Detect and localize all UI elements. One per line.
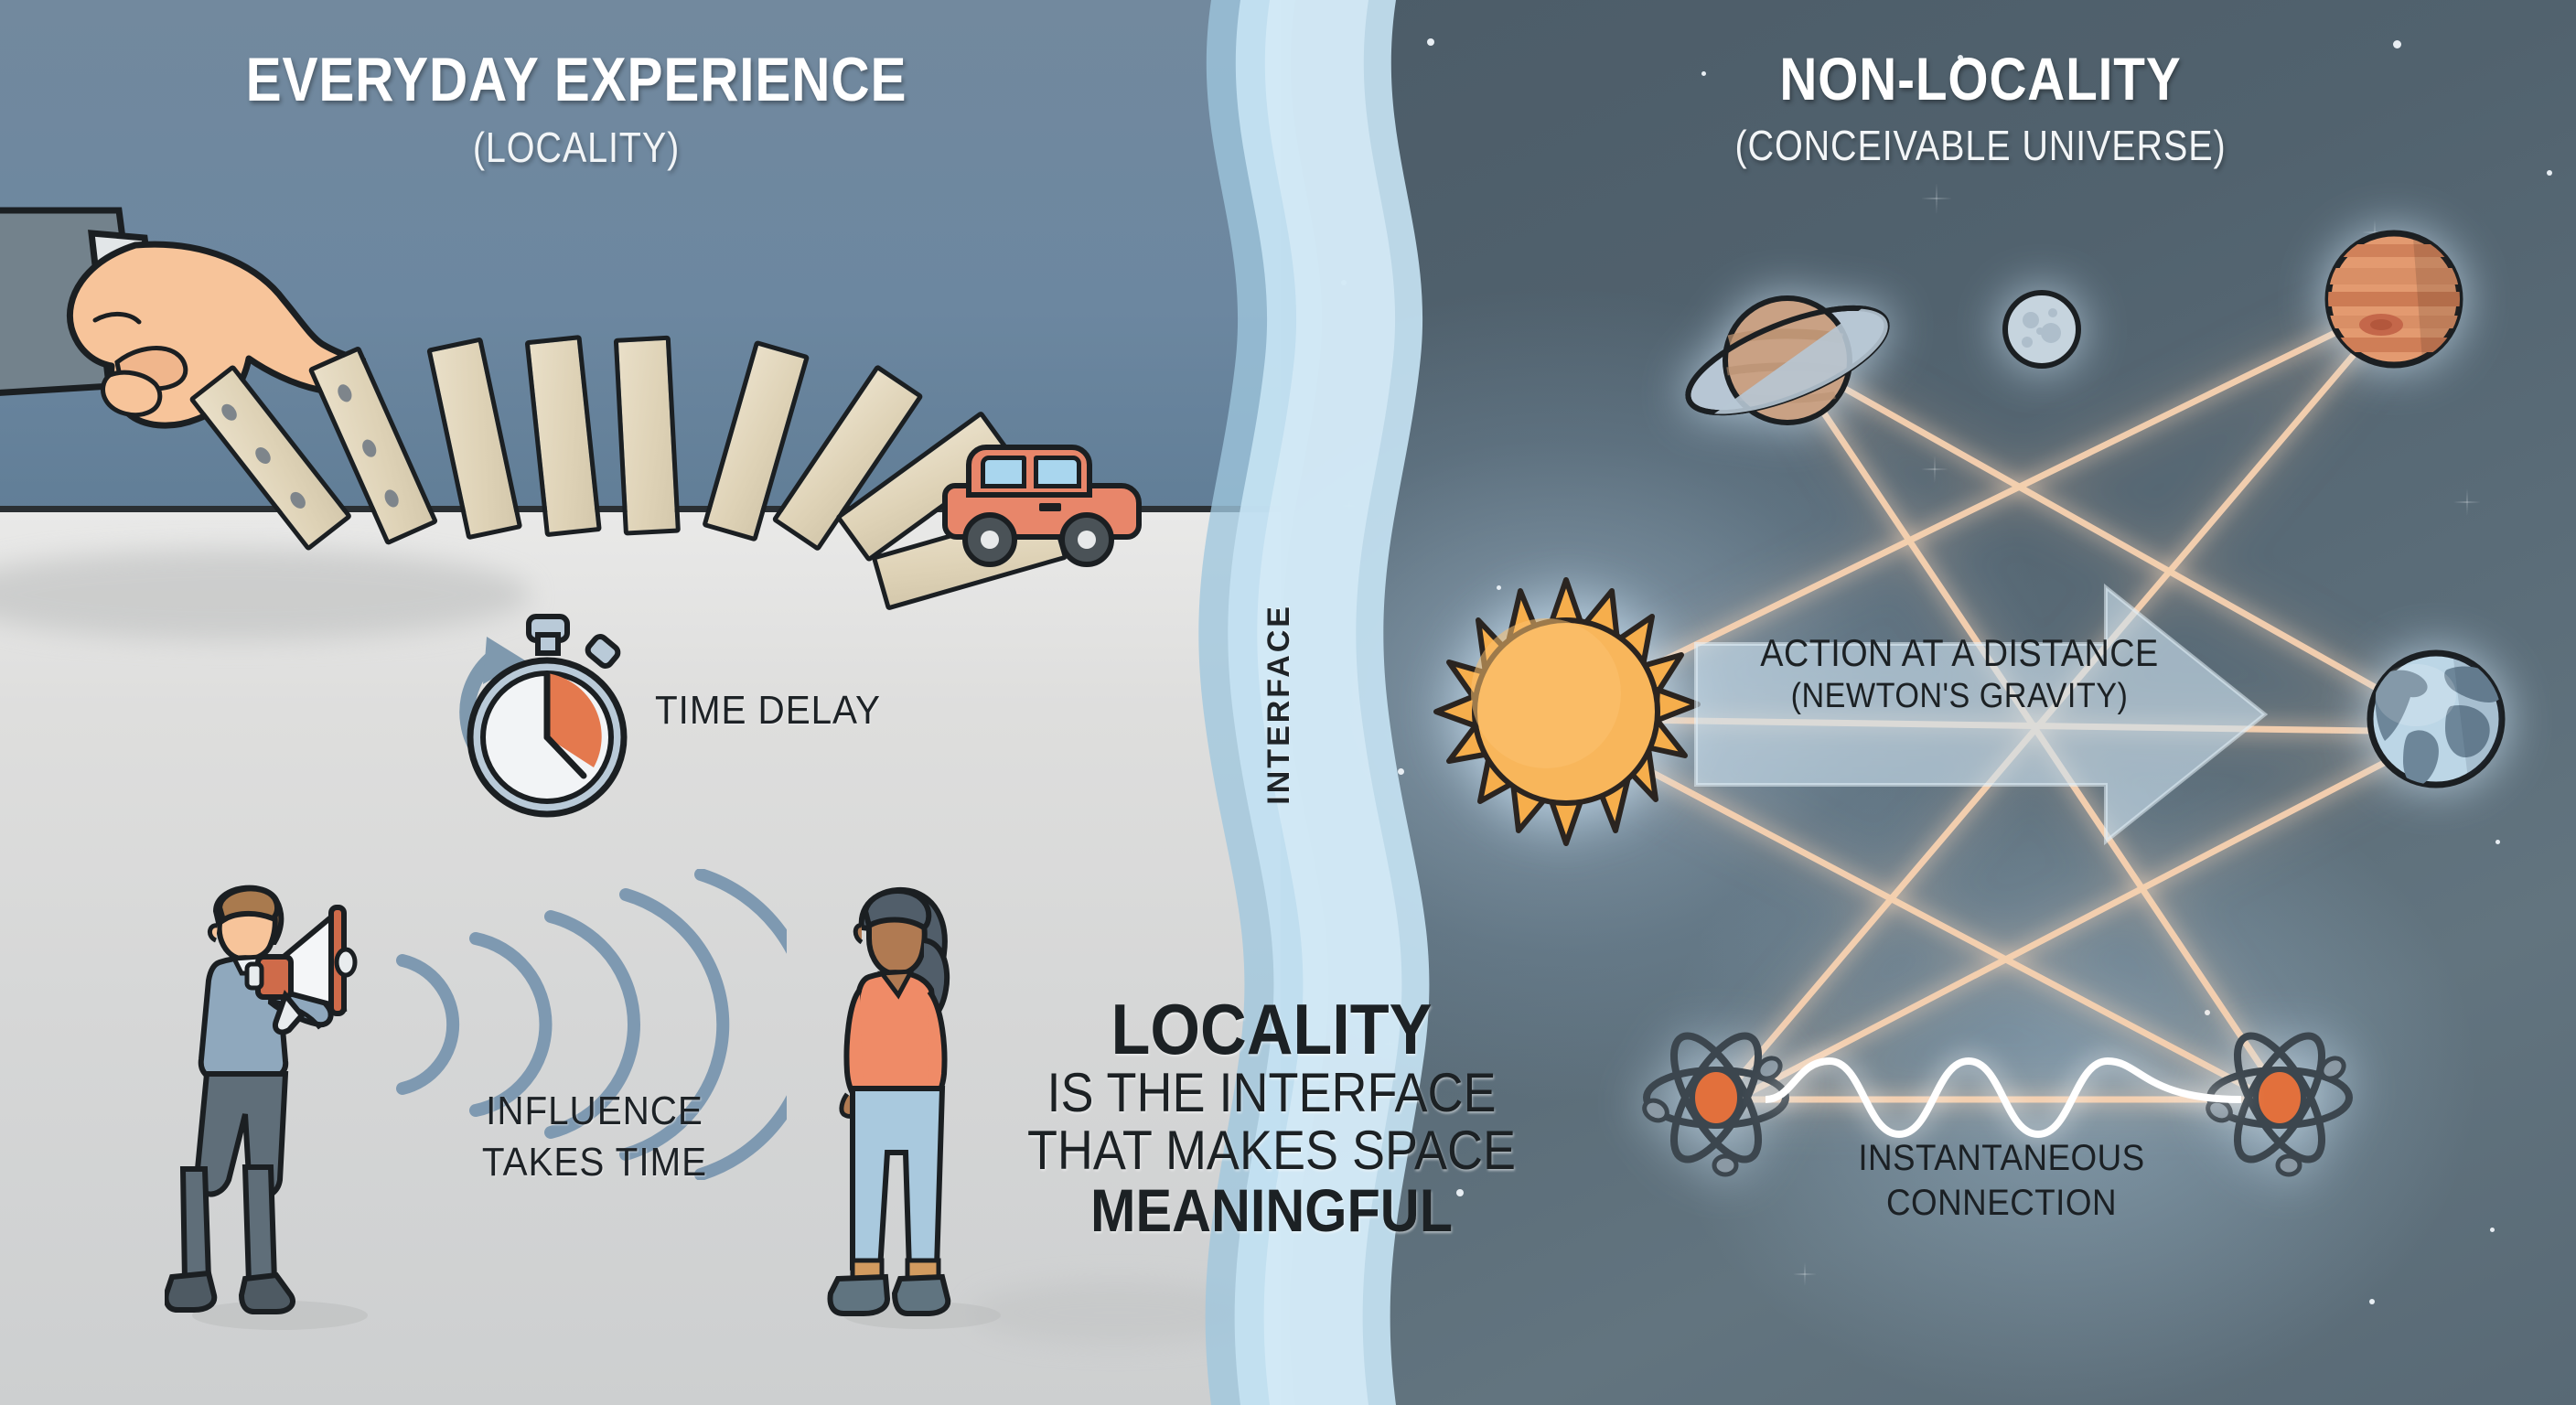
time-delay-label: TIME DELAY [655,688,881,733]
right-title-main: NON-LOCALITY [1779,45,2182,113]
jupiter-icon [2324,230,2463,369]
car-window-rear [1034,456,1081,488]
star [2393,40,2401,48]
right-title-subtitle: (CONCEIVABLE UNIVERSE) [1734,122,2227,169]
sun-icon [1433,577,1701,846]
star [2496,840,2500,844]
domino [426,337,523,541]
stopwatch-icon [459,614,628,818]
action-at-a-distance-arrow [1694,583,2269,846]
entanglement-wave [1766,1056,2241,1139]
moon-icon [2002,290,2081,369]
star [2205,1010,2210,1015]
car-wheel-rear [1059,512,1114,567]
influence-takes-time-label: INFLUENCE TAKES TIME [481,1089,708,1185]
left-ground-background [0,512,1281,1405]
megaphone-icon [244,905,358,1035]
left-title-main: EVERYDAY EXPERIENCE [245,45,907,114]
car-door-handle [1039,503,1061,511]
saturn-icon [1685,295,1890,425]
headline-line-1: LOCALITY [1111,989,1433,1069]
headline-statement: LOCALITY IS THE INTERFACE THAT MAKES SPA… [933,989,1610,1245]
earth-icon [2367,649,2506,788]
headline-line-2: IS THE INTERFACE [1046,1061,1497,1123]
ground-shadow-smudge [0,549,531,640]
star [1456,1189,1464,1196]
star [1958,55,1963,60]
left-panel-title: EVERYDAY EXPERIENCE (LOCALITY) [73,44,1079,172]
left-panel-everyday-experience [0,0,1281,1405]
star [1701,71,1706,76]
domino [524,334,602,538]
right-panel-title: NON-LOCALITY (CONCEIVABLE UNIVERSE) [1500,44,2461,170]
instantaneous-connection-label: INSTANTANEOUS CONNECTION [1858,1138,2145,1223]
star [2547,170,2552,176]
domino [613,335,681,536]
star [1398,768,1404,775]
star [1427,38,1434,46]
car-window-front [981,456,1026,488]
interface-band [1198,0,1430,1405]
atom-icon [1642,1032,1789,1177]
car-wheel-front [962,512,1017,567]
sound-wave-icon [396,869,787,1180]
pointing-hand-icon [0,207,366,429]
headline-line-3: THAT MAKES SPACE [1026,1120,1517,1182]
interface-label: INTERFACE [1261,604,1296,805]
star [2490,1228,2495,1232]
left-title-subtitle: (LOCALITY) [472,123,681,171]
action-at-a-distance-label: ACTION AT A DISTANCE (NEWTON'S GRAVITY) [1760,631,2159,715]
star [2369,1299,2375,1304]
star [1497,585,1501,590]
listener-person [827,886,1001,1329]
car-icon [942,439,1143,567]
headline-line-4: MEANINGFUL [1090,1176,1453,1245]
speaker-person [165,885,368,1330]
